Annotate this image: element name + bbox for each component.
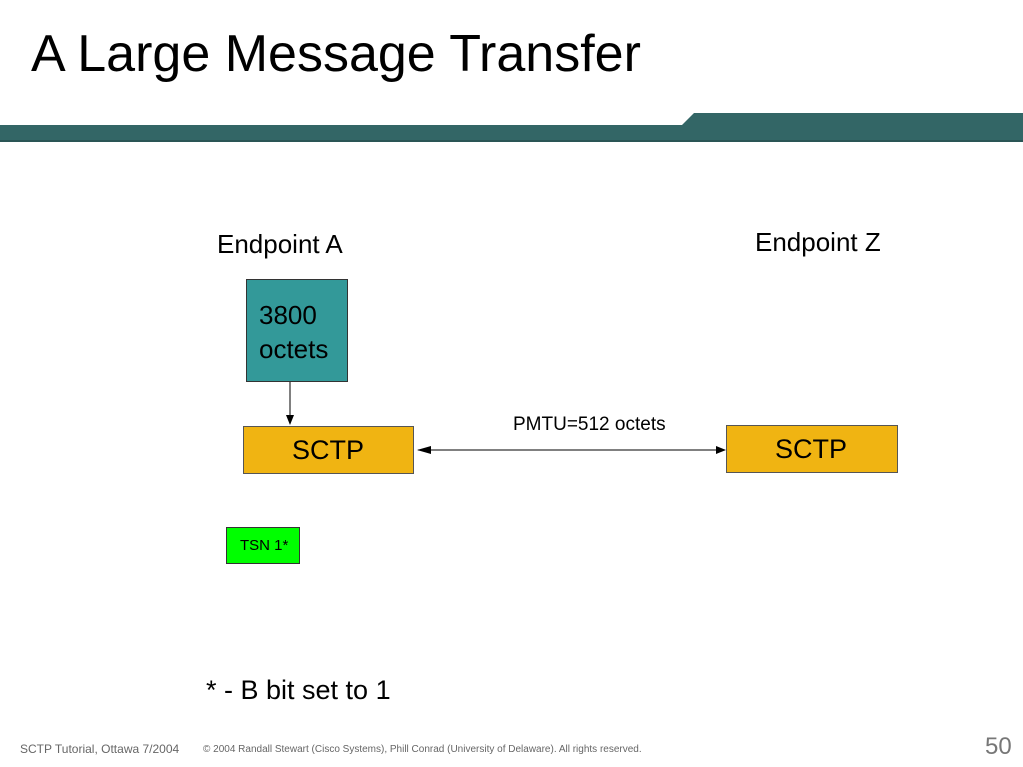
message-unit: octets	[259, 334, 329, 364]
sctp-box-a: SCTP	[243, 426, 414, 474]
footer-copyright: © 2004 Randall Stewart (Cisco Systems), …	[203, 744, 642, 755]
sctp-box-z: SCTP	[726, 425, 898, 473]
page-number: 50	[985, 733, 1012, 760]
tsn-chunk: TSN 1*	[226, 527, 300, 564]
slide-title: A Large Message Transfer	[31, 25, 641, 83]
endpoint-a-label: Endpoint A	[217, 229, 343, 259]
footer-title: SCTP Tutorial, Ottawa 7/2004	[20, 742, 180, 756]
footnote: * - B bit set to 1	[206, 675, 391, 705]
header-accent-bar	[0, 113, 1023, 142]
message-size: 3800	[259, 300, 317, 330]
message-box: 3800 octets	[246, 279, 348, 382]
pmtu-label: PMTU=512 octets	[513, 414, 666, 435]
endpoint-z-label: Endpoint Z	[755, 227, 881, 257]
